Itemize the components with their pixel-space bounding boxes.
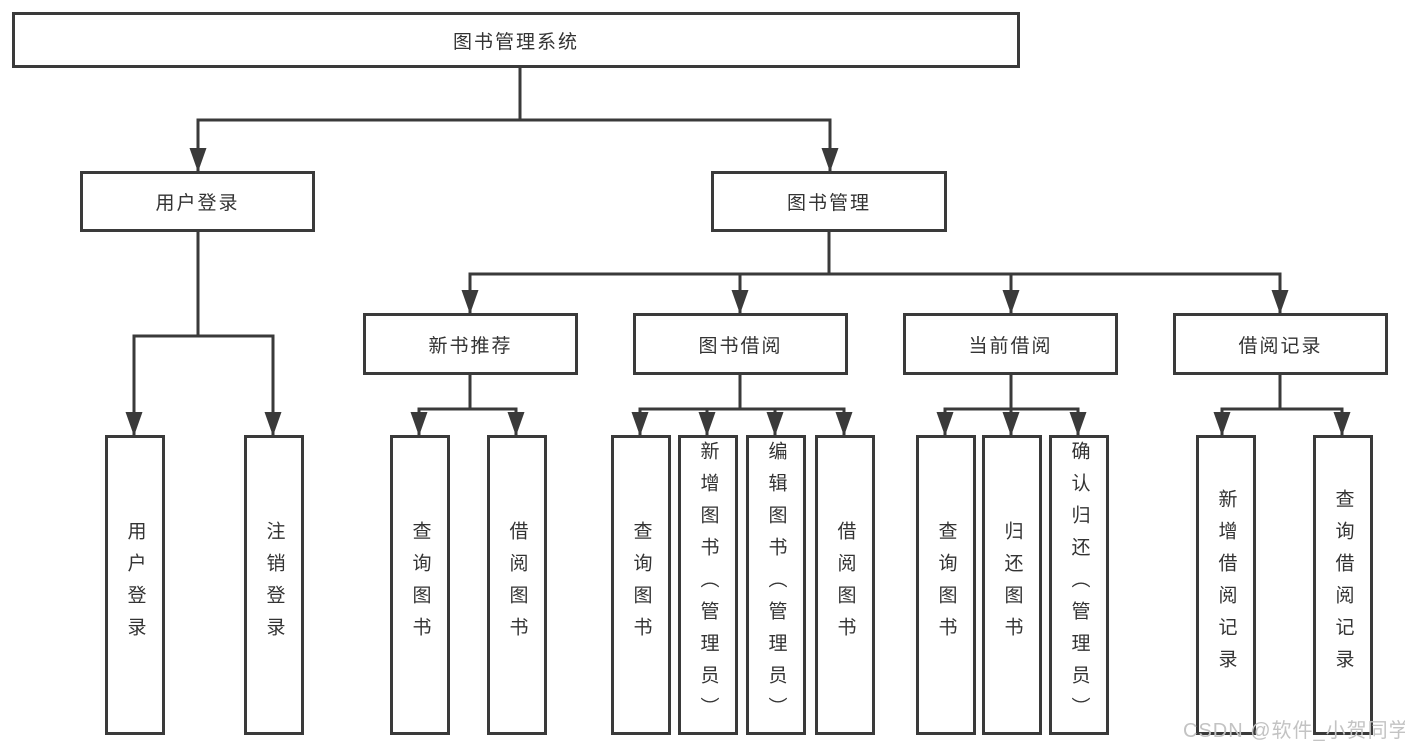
leaf-return-books: 归还图书 [982, 435, 1042, 735]
node-new-book-recommendation: 新书推荐 [363, 313, 578, 375]
node-book-management: 图书管理 [711, 171, 947, 232]
leaf-user-login: 用户登录 [105, 435, 165, 735]
leaf-query-books-recommend: 查询图书 [390, 435, 450, 735]
node-book-borrowing: 图书借阅 [633, 313, 848, 375]
node-library-management-system: 图书管理系统 [12, 12, 1020, 68]
leaf-query-borrow-record: 查询借阅记录 [1313, 435, 1373, 735]
leaf-query-books-current: 查询图书 [916, 435, 976, 735]
leaf-borrow-books-recommend: 借阅图书 [487, 435, 547, 735]
leaf-add-books-admin: 新增图书（管理员） [678, 435, 738, 735]
leaf-confirm-return-admin: 确认归还（管理员） [1049, 435, 1109, 735]
node-borrowing-records: 借阅记录 [1173, 313, 1388, 375]
leaf-logout: 注销登录 [244, 435, 304, 735]
node-current-borrowing: 当前借阅 [903, 313, 1118, 375]
leaf-edit-books-admin: 编辑图书（管理员） [746, 435, 806, 735]
leaf-query-books-borrowing: 查询图书 [611, 435, 671, 735]
leaf-add-borrow-record: 新增借阅记录 [1196, 435, 1256, 735]
watermark: CSDN @软件_小贺同学 [1183, 720, 1405, 742]
leaf-borrow-books-borrowing: 借阅图书 [815, 435, 875, 735]
node-user-login: 用户登录 [80, 171, 315, 232]
